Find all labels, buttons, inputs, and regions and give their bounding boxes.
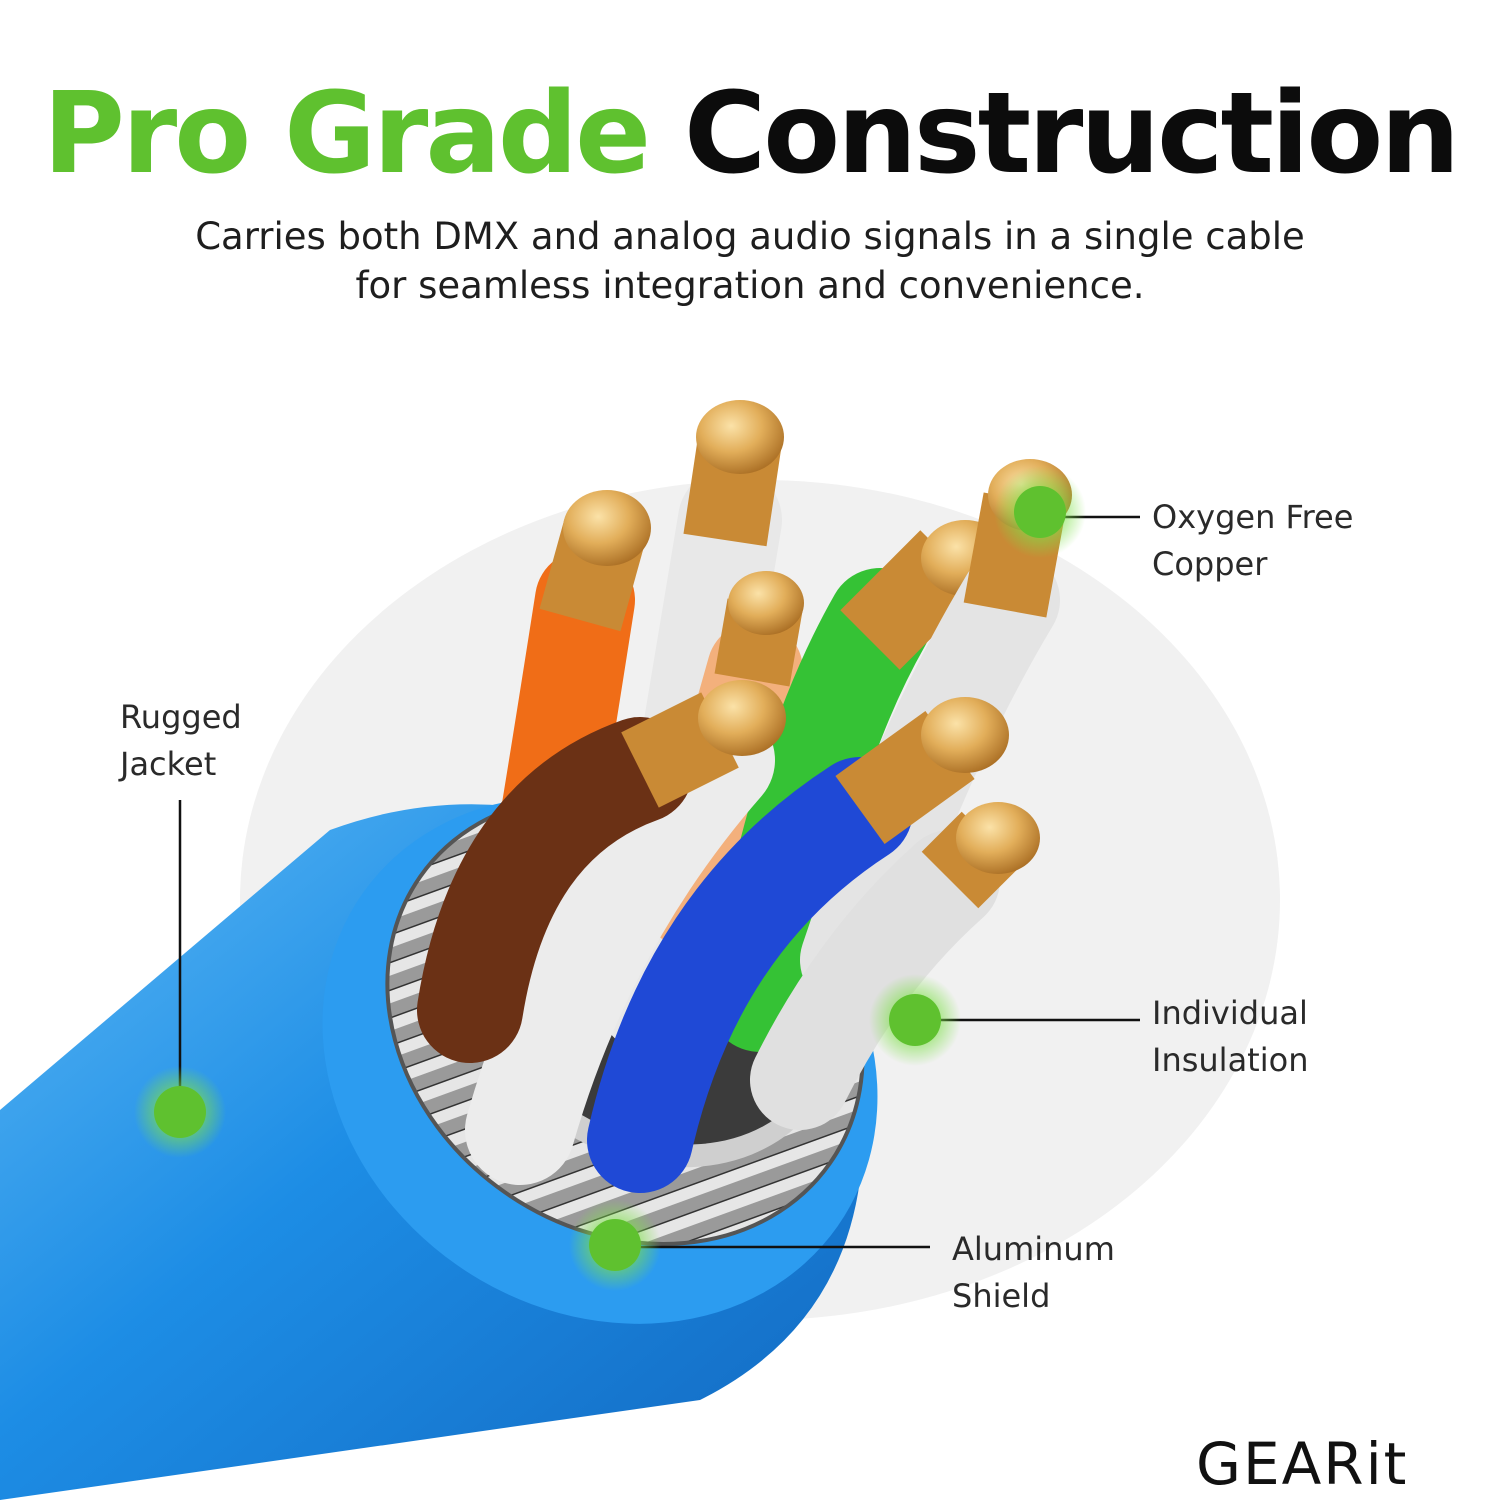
- jacket-label-line-1: Rugged: [120, 698, 242, 736]
- jacket-label: Rugged Jacket: [120, 694, 242, 788]
- wire-blue: [587, 697, 1009, 1193]
- title-rest: Construction: [684, 69, 1460, 199]
- title-accent: Pro Grade: [42, 69, 651, 199]
- shield-label: Aluminum Shield: [952, 1226, 1115, 1320]
- insulation-label-line-2: Insulation: [1152, 1041, 1309, 1079]
- insulation-label-line-1: Individual: [1152, 994, 1308, 1032]
- wire-brown: [417, 680, 786, 1063]
- copper-label-line-2: Copper: [1152, 545, 1268, 583]
- shield-label-line-1: Aluminum: [952, 1230, 1115, 1268]
- page-title: Pro Grade Construction: [0, 78, 1500, 190]
- insulation-label: Individual Insulation: [1152, 990, 1308, 1084]
- subtitle-line-1: Carries both DMX and analog audio signal…: [195, 215, 1305, 258]
- copper-callout-dot: [994, 466, 1086, 558]
- insulation-callout-dot: [869, 974, 961, 1066]
- brand-logo: GEARit: [1196, 1430, 1409, 1498]
- jacket-label-line-2: Jacket: [120, 745, 217, 783]
- copper-label-line-1: Oxygen Free: [1152, 498, 1354, 536]
- wire-white-lower: [750, 802, 1040, 1130]
- copper-label: Oxygen Free Copper: [1152, 494, 1353, 588]
- shield-label-line-2: Shield: [952, 1277, 1051, 1315]
- jacket-callout-dot: [134, 1066, 226, 1158]
- subtitle-line-2: for seamless integration and convenience…: [355, 264, 1145, 307]
- subtitle: Carries both DMX and analog audio signal…: [0, 212, 1500, 310]
- wire-white-center: [465, 705, 775, 1185]
- shield-callout-dot: [569, 1199, 661, 1291]
